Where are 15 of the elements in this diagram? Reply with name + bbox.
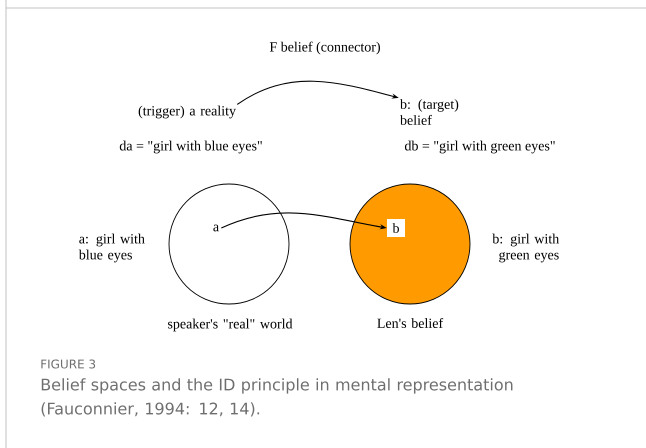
circle-caption: Len's belief xyxy=(377,318,444,328)
figure-number: FIGURE 3 xyxy=(41,359,96,369)
circle-caption: a: girl with blue eyes xyxy=(78,234,145,262)
label-box: b xyxy=(387,219,405,237)
circle-caption: b: girl with green eyes xyxy=(492,234,560,262)
caption: Belief spaces and the ID principle in mental representation (Fauconnier, 1994: 12, 14). xyxy=(42,378,512,416)
circle-caption: speaker's "real" world xyxy=(168,318,292,332)
node-label: b: (target) belief xyxy=(400,99,458,125)
definition-label: db = "girl with green eyes" xyxy=(404,140,555,154)
circle xyxy=(168,184,290,304)
node-label: (trigger) a reality xyxy=(138,106,236,118)
definition-label: da = "girl with blue eyes" xyxy=(120,140,262,154)
edge-label: F belief (connector) xyxy=(268,40,382,56)
circle xyxy=(350,184,470,304)
node-label: a xyxy=(213,224,219,232)
